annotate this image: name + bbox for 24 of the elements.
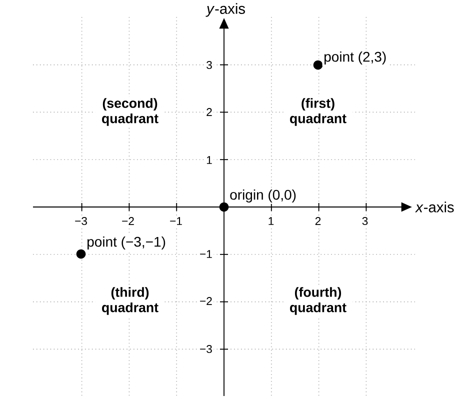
point-label: point (2,3): [322, 50, 388, 66]
axis-label: y-axis: [206, 3, 245, 17]
tick-label: −2: [120, 216, 136, 226]
tick-label: −1: [168, 216, 184, 226]
tick-label: 2: [204, 106, 214, 118]
quadrant-label: (first) quadrant: [283, 96, 353, 128]
tick-label: 1: [266, 216, 276, 226]
point-dot: [219, 202, 229, 212]
quadrant-label: (second) quadrant: [95, 96, 165, 128]
point-label: point (−3,−1): [85, 235, 168, 251]
tick-label: 1: [204, 154, 214, 166]
tick-label: −2: [198, 296, 214, 306]
tick-label: −3: [73, 216, 89, 226]
tick-label: −3: [198, 344, 214, 354]
tick-label: −1: [198, 248, 214, 260]
point-label: origin (0,0): [228, 188, 298, 204]
tick-label: 2: [314, 216, 322, 226]
tick-label: 3: [360, 216, 370, 226]
quadrant-label: (third) quadrant: [95, 286, 165, 316]
tick-label: 3: [204, 60, 214, 70]
axis-label: x-axis: [415, 202, 454, 212]
point-dot: [313, 60, 323, 70]
quadrant-label: (fourth) quadrant: [283, 286, 353, 316]
point-dot: [76, 249, 86, 259]
